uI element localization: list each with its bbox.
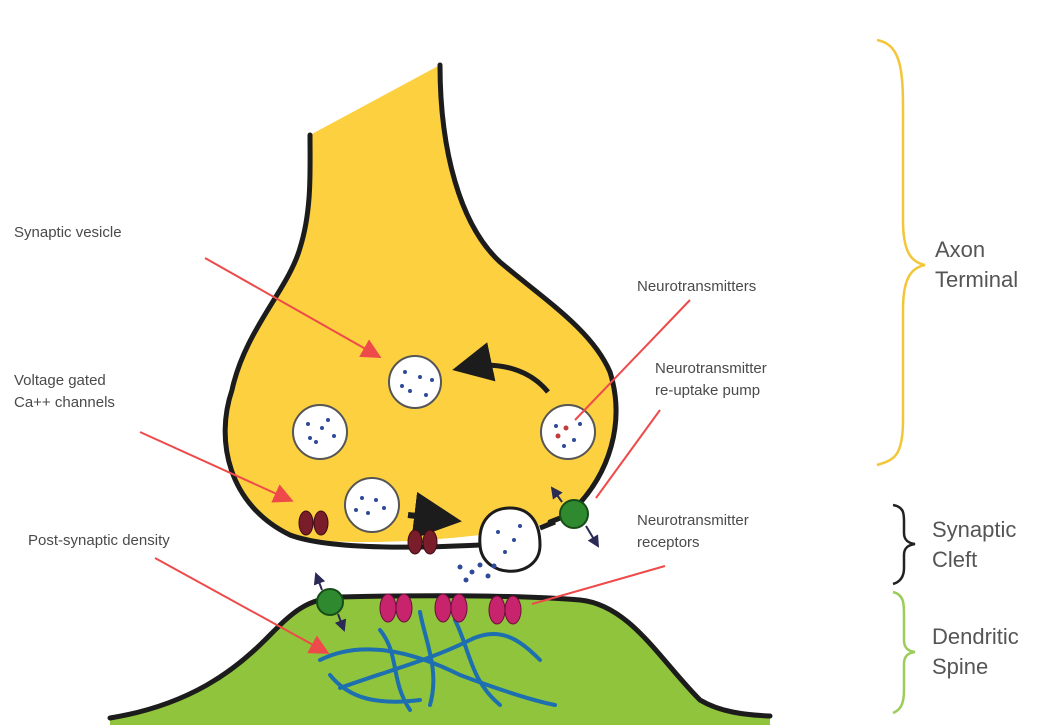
vesicle — [293, 405, 347, 459]
region-axon-terminal: Axon Terminal — [935, 235, 1018, 295]
label-neurotransmitter-receptors: Neurotransmitter receptors — [637, 510, 749, 554]
ca-channel — [423, 530, 437, 554]
label-reuptake-pump: Neurotransmitter re-uptake pump — [655, 358, 767, 402]
receptor — [451, 594, 467, 622]
ca-channel — [314, 511, 328, 535]
brace-dendritic-spine — [893, 592, 915, 713]
receptor — [396, 594, 412, 622]
vesicle — [389, 356, 441, 408]
region-synaptic-cleft: Synaptic Cleft — [932, 515, 1016, 575]
receptor — [489, 596, 505, 624]
receptor — [380, 594, 396, 622]
pointer-post-synaptic — [155, 558, 326, 652]
reuptake-pump — [560, 500, 588, 528]
label-post-synaptic-density: Post-synaptic density — [28, 530, 170, 552]
ca-channel — [408, 530, 422, 554]
region-dendritic-spine: Dendritic Spine — [932, 622, 1019, 682]
pointer-receptors — [532, 566, 665, 604]
ca-channel — [299, 511, 313, 535]
fusing-vesicle — [480, 508, 540, 571]
reuptake-pump — [317, 589, 343, 615]
label-synaptic-vesicle: Synaptic vesicle — [14, 222, 122, 244]
receptor — [435, 594, 451, 622]
brace-synaptic-cleft — [893, 505, 915, 584]
vesicle — [541, 405, 595, 459]
vesicle — [345, 478, 399, 532]
label-neurotransmitters: Neurotransmitters — [637, 276, 756, 298]
receptor — [505, 596, 521, 624]
brace-axon-terminal — [877, 40, 925, 465]
label-voltage-gated-channels: Voltage gated Ca++ channels — [14, 370, 115, 414]
